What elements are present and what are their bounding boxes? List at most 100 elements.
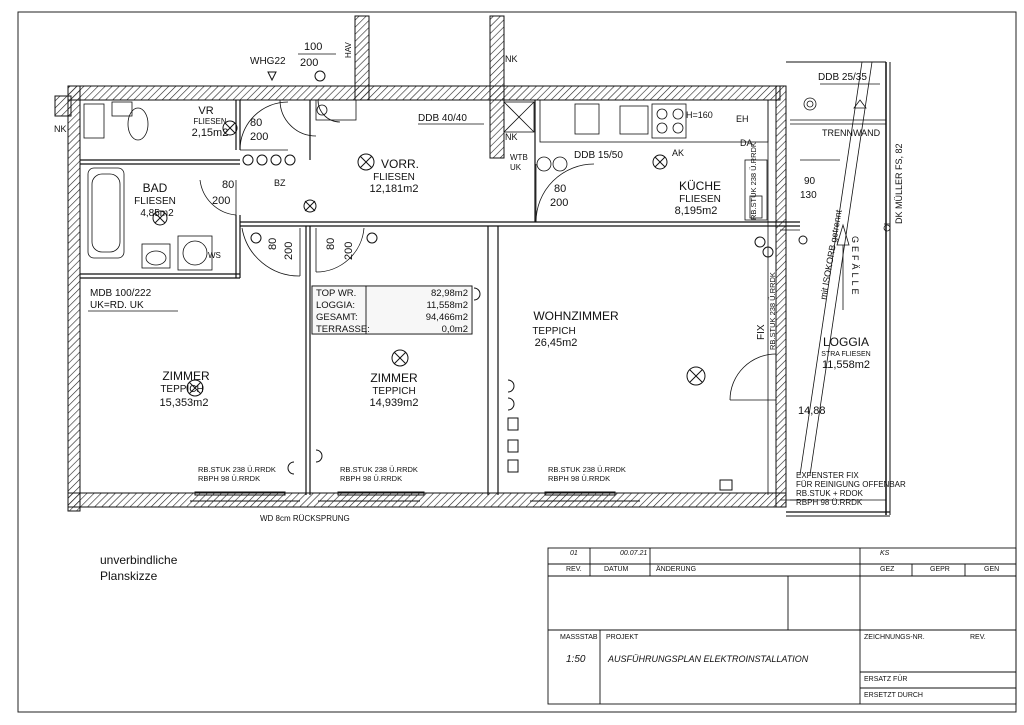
- room-kueche-area: 8,195m2: [675, 205, 718, 217]
- door-bad-80: 80: [222, 179, 234, 191]
- door-bad-200: 200: [212, 195, 230, 207]
- door-vr-200: 200: [250, 131, 268, 143]
- area-table-text: TOP WR. 82,98m2 LOGGIA: 11,558m2 GESAMT:…: [316, 288, 468, 335]
- door-swings: [199, 99, 777, 401]
- rbph-z2: RBPH 98 Ü.RRDK: [340, 474, 402, 483]
- light-fixtures: [152, 70, 808, 502]
- label-fix: FIX: [756, 324, 767, 340]
- light-wohn: [686, 366, 706, 386]
- label-whg: WHG22: [250, 56, 286, 67]
- light-bad: [152, 210, 168, 226]
- light-kueche: [652, 154, 668, 170]
- note-line-1: unverbindliche: [100, 553, 178, 567]
- area-row-value-0: 82,98m2: [431, 288, 468, 299]
- rbstuk-wohn-right: RB.STUK 238 Ü.RRDK: [768, 272, 777, 350]
- door-vr-80: 80: [250, 117, 262, 129]
- label-mdb-1: MDB 100/222: [90, 288, 152, 299]
- label-mdb-2: UK=RD. UK: [90, 300, 144, 311]
- label-da: DA: [740, 138, 753, 148]
- room-loggia-name: LOGGIA: [823, 335, 869, 349]
- rbstuk-wohn: RB.STUK 238 Ü.RRDK: [548, 465, 626, 474]
- label-wd: WD 8cm RÜCKSPRUNG: [260, 514, 350, 523]
- room-bad-floor: FLIESEN: [134, 196, 176, 207]
- light-vr: [222, 120, 238, 136]
- room-zimmer1-name: ZIMMER: [162, 369, 210, 383]
- rbph-z1: RBPH 98 Ü.RRDK: [198, 474, 260, 483]
- rbph-wohn: RBPH 98 Ü.RRDK: [548, 474, 610, 483]
- area-row-label-2: GESAMT:: [316, 312, 358, 323]
- exfenster-4: RBPH 98 Ü.RRDK: [796, 498, 863, 507]
- exfenster-3: RB.STUK + RDOK: [796, 489, 864, 498]
- room-vorr-name: VORR.: [381, 157, 419, 171]
- tb-massstab-label: MASSSTAB: [560, 634, 598, 641]
- rbstuk-kueche-right: RB.STUK 238 Ü.RRDK: [749, 142, 758, 220]
- tb-zeichnungs-label: ZEICHNUNGS-NR.: [864, 634, 925, 641]
- label-dim-100: 100: [304, 41, 322, 53]
- room-zimmer2-floor: TEPPICH: [372, 386, 415, 397]
- walls: [54, 15, 891, 517]
- room-labels: VR FLIESEN 2,15m2 BAD FLIESEN 4,85m2 VOR…: [134, 105, 871, 409]
- tb-gen-header: GEN: [984, 566, 1000, 573]
- tb-datum-header: DATUM: [604, 566, 629, 573]
- room-zimmer1-floor: TEPPICH: [160, 384, 203, 395]
- door-kueche-80: 80: [554, 183, 566, 195]
- page-frame: [17, 11, 1017, 713]
- tb-rev-date: 00.07.21: [620, 550, 648, 557]
- room-loggia-floor: STRA FLIESEN: [821, 351, 870, 358]
- label-dim-200: 200: [300, 57, 318, 69]
- room-zimmer2-area: 14,939m2: [370, 397, 419, 409]
- tb-ersetzt-durch: ERSETZT DURCH: [864, 692, 923, 699]
- label-dk-mueller: DK MÜLLER FS, 82: [894, 143, 904, 224]
- label-gefaelle: GEFÄLLE: [850, 236, 860, 298]
- tb-rev-label: REV.: [970, 634, 986, 641]
- label-nk-top: NK: [505, 54, 518, 64]
- area-row-value-2: 94,466m2: [426, 312, 468, 323]
- label-ddb-25: DDB 25/35: [818, 72, 867, 83]
- room-wohn-area: 26,45m2: [535, 337, 578, 349]
- area-table: [311, 285, 473, 335]
- room-vorr-area: 12,181m2: [370, 183, 419, 195]
- room-loggia-area: 11,558m2: [822, 359, 870, 371]
- plan-note: unverbindliche Planskizze: [100, 552, 177, 584]
- label-bz: BZ: [274, 178, 286, 188]
- tb-projekt-value: AUSFÜHRUNGSPLAN ELEKTROINSTALLATION: [608, 654, 809, 664]
- label-nk-left: NK: [54, 124, 67, 134]
- light-vorr: [357, 153, 375, 171]
- area-row-value-1: 11,558m2: [426, 300, 468, 311]
- loggia-details: [780, 61, 891, 501]
- title-block: [547, 547, 1017, 705]
- label-isokorb: mit ISOKORB getrennt: [818, 208, 844, 300]
- door-z2-200: 200: [343, 242, 355, 260]
- tb-rev-initials: KS: [880, 550, 890, 557]
- room-kueche-floor: FLIESEN: [679, 194, 721, 205]
- label-eh: EH: [736, 114, 749, 124]
- area-row-label-3: TERRASSE:: [316, 324, 370, 335]
- room-wohn-name: WOHNZIMMER: [533, 309, 619, 323]
- room-kueche-name: KÜCHE: [679, 179, 721, 193]
- light-zimmer1: [186, 379, 204, 397]
- label-ddb-40: DDB 40/40: [418, 113, 467, 124]
- area-row-value-3: 0,0m2: [442, 324, 468, 335]
- room-zimmer1-area: 15,353m2: [160, 397, 209, 409]
- exfenster-1: EXFENSTER FIX: [796, 471, 859, 480]
- room-vr-name: VR: [198, 105, 213, 117]
- label-uk: UK: [510, 163, 522, 172]
- room-wohn-floor: TEPPICH: [532, 326, 575, 337]
- door-z1-80: 80: [267, 238, 279, 250]
- tb-gez-header: GEZ: [880, 566, 895, 573]
- label-trennwand: TRENNWAND: [822, 128, 881, 138]
- room-bad-area: 4,85m2: [140, 208, 174, 219]
- room-vorr-floor: FLIESEN: [373, 172, 415, 183]
- door-loggia-90: 90: [804, 176, 816, 187]
- tb-rev-header: REV.: [566, 566, 582, 573]
- rbstuk-z2: RB.STUK 238 Ü.RRDK: [340, 465, 418, 474]
- area-row-label-1: LOGGIA:: [316, 300, 355, 311]
- door-z1-200: 200: [283, 242, 295, 260]
- room-vr-floor: FLIESEN: [193, 117, 227, 126]
- label-nk-mid: NK: [505, 132, 518, 142]
- room-zimmer2-name: ZIMMER: [370, 371, 418, 385]
- tb-ersatz-fuer: ERSATZ FÜR: [864, 676, 908, 683]
- fixtures: [83, 99, 769, 271]
- label-ddb-15: DDB 15/50: [574, 150, 623, 161]
